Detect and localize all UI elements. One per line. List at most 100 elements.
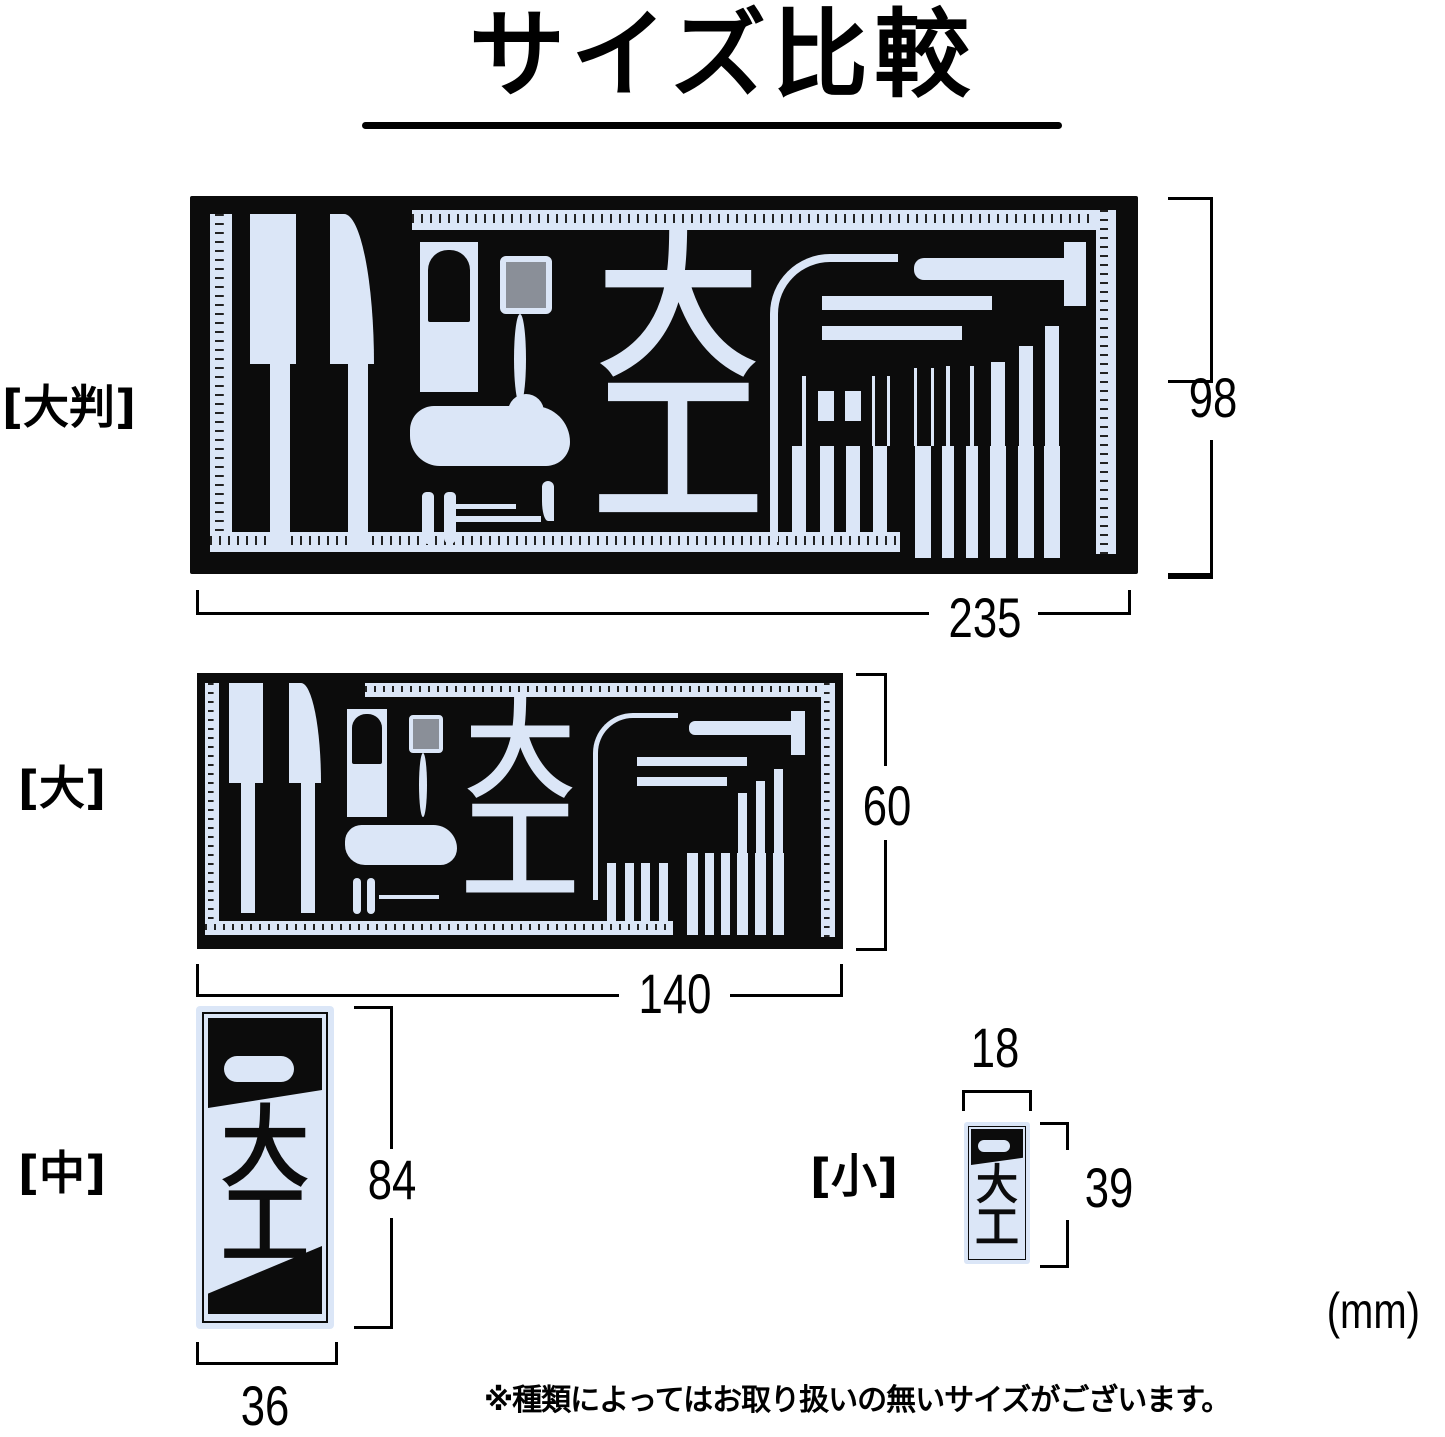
height-value-oban: 98: [1188, 366, 1238, 429]
chisel-icon: [737, 853, 748, 935]
size-label-sho: [小]: [810, 1149, 899, 1203]
sticker-chu: 大 工: [196, 1006, 334, 1329]
awl-icon: [367, 878, 375, 914]
hammer-head-icon: [791, 711, 805, 755]
width-bracket: [1038, 590, 1131, 615]
sticker-oban: 大 工: [190, 196, 1138, 574]
size-label-dai: [大]: [18, 761, 107, 815]
chisel-icon: [915, 446, 931, 558]
ruler-icon: [205, 921, 673, 935]
chisel-icon: [873, 446, 887, 536]
height-bracket: [1168, 197, 1213, 383]
chisel-icon: [1018, 446, 1034, 558]
height-bracket: [354, 1006, 393, 1149]
curved-tool-icon: [593, 713, 678, 900]
chisel-tip-icon: [1045, 326, 1059, 446]
width-value-sho: 18: [970, 1016, 1020, 1079]
width-bracket: [196, 590, 929, 615]
chisel-icon: [820, 446, 834, 536]
saw-handle-icon: [348, 356, 368, 546]
height-value-chu: 84: [367, 1148, 417, 1211]
chisel-icon: [792, 446, 806, 536]
ink-reel-icon: [500, 256, 552, 314]
availability-note: ※種類によってはお取り扱いの無いサイズがございます。: [484, 1383, 1231, 1418]
sumitsubo-icon: [410, 406, 570, 466]
hammer-icon: [914, 258, 1074, 280]
saw-blade-icon: [330, 214, 374, 364]
ink-reel-icon: [409, 715, 443, 753]
sticker-kanji-ku: 工: [220, 1174, 309, 1277]
sticker-kanji-dai: 大: [220, 1096, 309, 1199]
height-bracket: [856, 673, 887, 766]
chisel-tip-icon: [946, 366, 950, 446]
awl-icon: [353, 878, 361, 914]
chisel-icon: [687, 853, 698, 935]
fork-chisel-icon: [872, 376, 890, 446]
title-underline: [362, 122, 1062, 129]
height-value-sho: 39: [1084, 1156, 1134, 1219]
hammer-head-icon: [1064, 242, 1086, 306]
chisel-icon: [966, 446, 978, 558]
awl-icon: [419, 753, 427, 817]
chisel-icon: [773, 853, 784, 935]
saw-blade-icon: [250, 214, 296, 364]
chisel-icon: [990, 446, 1006, 558]
width-value-chu: 36: [240, 1374, 290, 1437]
height-bracket: [354, 1218, 393, 1329]
saw-handle-icon: [301, 773, 315, 913]
fork-chisel-icon: [914, 368, 934, 446]
width-value-dai: 140: [638, 962, 712, 1025]
sumitsubo-icon: [224, 1056, 294, 1082]
awl-icon: [422, 492, 434, 544]
sticker-kanji-dai: 大: [465, 688, 574, 813]
chisel-bar-icon: [446, 504, 516, 509]
file-icon: [822, 296, 992, 310]
sticker-kanji-dai: 大: [597, 212, 758, 399]
fan-icon: [508, 394, 544, 416]
sticker-dai: 大 工: [197, 673, 843, 949]
sticker-kanji-ku: 工: [592, 352, 763, 550]
ruler-icon: [412, 210, 1112, 230]
width-bracket: [196, 1342, 338, 1365]
ruler-icon: [365, 683, 835, 697]
sumitsubo-icon: [978, 1140, 1010, 1152]
file-icon: [637, 777, 727, 786]
chisel-tip-icon: [970, 366, 974, 446]
ruler-icon: [205, 683, 219, 935]
ruler-icon: [1096, 210, 1116, 554]
bracket-gap: [1062, 1150, 1070, 1220]
chisel-bar-icon: [379, 895, 439, 899]
chisel-icon: [942, 446, 954, 558]
chisel-bar-icon: [446, 516, 541, 522]
ruler-icon: [210, 214, 232, 550]
height-value-dai: 60: [862, 774, 912, 837]
unit-label: (mm): [1326, 1283, 1420, 1339]
size-label-oban: [大判]: [2, 380, 137, 434]
width-bracket: [962, 1090, 1032, 1111]
saw-blade-icon: [229, 683, 263, 783]
sticker-sho: 大 工: [964, 1122, 1030, 1264]
ruler-icon: [821, 683, 835, 937]
plane-icon: [420, 242, 478, 392]
width-bracket: [730, 964, 843, 997]
awl-icon: [514, 314, 526, 404]
bracket-end: [1168, 573, 1213, 576]
page-title: サイズ比較: [468, 0, 977, 111]
sticker-kanji-ku: 工: [975, 1202, 1019, 1253]
saw-handle-icon: [270, 356, 290, 546]
sticker-border: [968, 1126, 1026, 1260]
chisel-tip-icon: [818, 391, 834, 421]
hammer-icon: [689, 721, 795, 735]
sumitsubo-icon: [345, 825, 457, 865]
curved-tool-icon: [770, 254, 898, 542]
chisel-icon: [641, 863, 650, 923]
file-icon: [822, 326, 962, 340]
marking-tool-icon: [542, 481, 554, 521]
plane-icon: [347, 709, 387, 817]
chisel-icon: [846, 446, 860, 536]
chisel-tip-icon: [991, 362, 1005, 446]
chisel-icon: [607, 863, 616, 923]
sticker-border: [202, 1012, 328, 1323]
chisel-icon: [721, 853, 730, 935]
height-bracket: [1168, 440, 1213, 579]
